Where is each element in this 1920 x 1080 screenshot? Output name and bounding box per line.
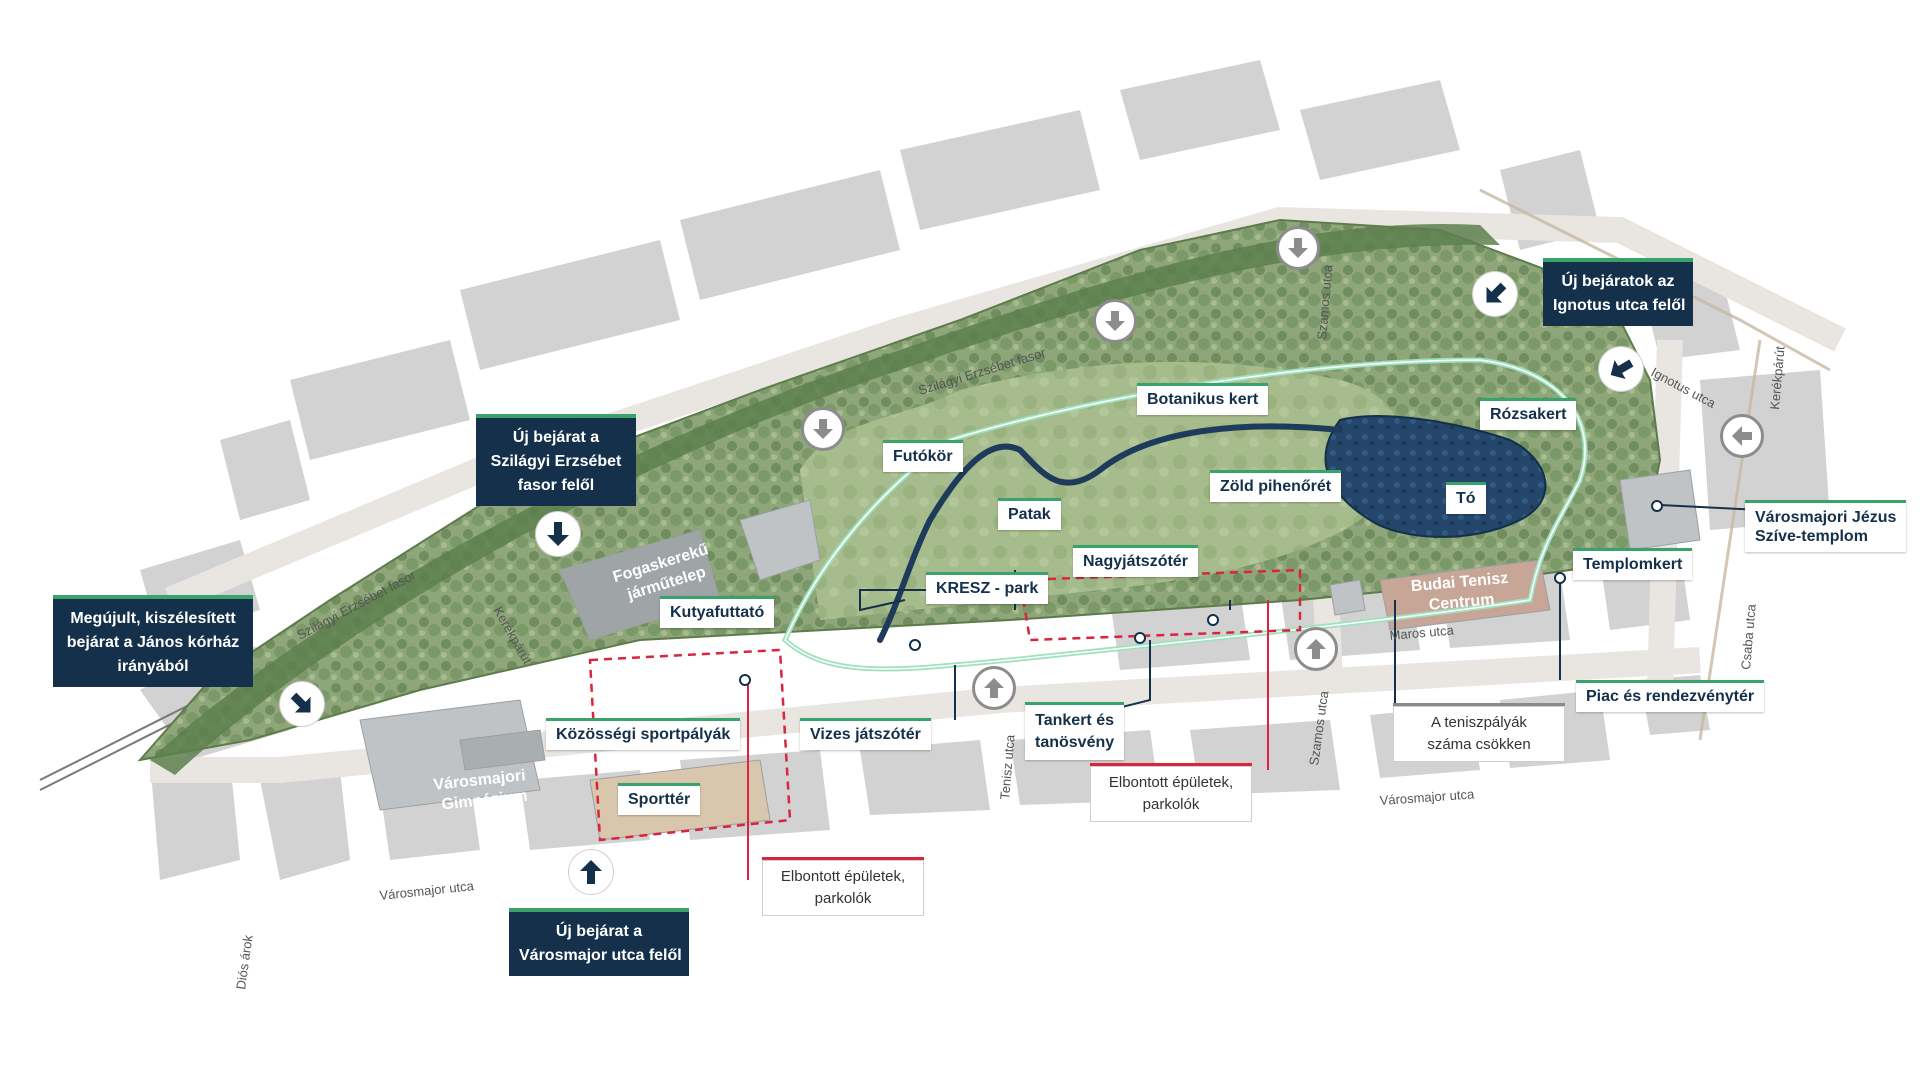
callout-line: parkolók <box>1142 796 1200 813</box>
label-tankert-line2: tanösvény <box>1035 734 1115 751</box>
label-patak: Patak <box>998 498 1061 530</box>
street-label: Tenisz utca <box>997 733 1018 800</box>
callout-line: irányából <box>117 658 189 675</box>
entrance-arrow-icon <box>972 666 1016 710</box>
callout-line: száma csökken <box>1427 736 1531 753</box>
demolition-outlines <box>588 568 1302 842</box>
entrance-arrow-icon <box>1473 272 1517 316</box>
entrance-arrow-icon <box>536 512 580 556</box>
entrance-arrow-icon <box>801 407 845 451</box>
street-label: Kerékpárút <box>1767 345 1788 410</box>
marker-dot-icon <box>1554 572 1566 584</box>
street-label: Városmajor utca <box>379 878 475 903</box>
label-templom-line2: Szíve-templom <box>1755 528 1868 545</box>
label-zold-pihenoret: Zöld pihenőrét <box>1210 470 1342 502</box>
label-nagyjatszoter: Nagyjátszótér <box>1073 545 1198 577</box>
callout-elbontott-1: Elbontott épületek, parkolók <box>1090 763 1252 822</box>
label-tankert-line1: Tankert és <box>1035 712 1114 729</box>
entrance-arrow-icon <box>1093 299 1137 343</box>
callout-line: Új bejárat a <box>512 429 600 446</box>
callout-ignotus-entrances: Új bejáratok az Ignotus utca felől <box>1543 258 1693 326</box>
callout-line: Új bejárat a <box>555 923 643 940</box>
callout-line: Ignotus utca felől <box>1553 297 1686 314</box>
callout-line: Elbontott épületek, <box>1108 774 1234 791</box>
entrance-arrow-icon <box>1276 226 1320 270</box>
label-jezus-szive-templom: Városmajori Jézus Szíve-templom <box>1745 500 1907 552</box>
label-templom-line1: Városmajori Jézus <box>1755 509 1897 526</box>
street-label: Csaba utca <box>1738 603 1759 671</box>
callout-varosmajor-entrance: Új bejárat a Városmajor utca felől <box>509 908 689 976</box>
street-label: Szamos utca <box>1314 263 1336 340</box>
marker-dot-icon <box>909 639 921 651</box>
label-to: Tó <box>1446 482 1486 514</box>
label-templomkert: Templomkert <box>1573 548 1693 580</box>
callout-line: parkolók <box>814 890 872 907</box>
marker-dot-icon <box>739 674 751 686</box>
street-label: Városmajor utca <box>1379 786 1475 808</box>
label-kozossegi-sportpalyak: Közösségi sportpályák <box>546 718 741 750</box>
marker-dot-icon <box>1134 632 1146 644</box>
marker-dot-icon <box>1651 500 1663 512</box>
callout-line: Városmajor utca felől <box>519 947 682 964</box>
label-sportter: Sporttér <box>618 783 701 815</box>
street-label: Maros utca <box>1389 622 1455 643</box>
callout-teniszpalyak: A teniszpályák száma csökken <box>1393 703 1565 762</box>
entrance-arrow-icon <box>569 850 613 894</box>
callout-line: A teniszpályák <box>1431 714 1527 731</box>
marker-dot-icon <box>1207 614 1219 626</box>
callout-szilagyi-entrance: Új bejárat a Szilágyi Erzsébet fasor fel… <box>476 414 636 506</box>
callout-line: Új bejáratok az <box>1561 273 1675 290</box>
label-futokor: Futókör <box>883 440 963 472</box>
label-rozsakert: Rózsakert <box>1480 398 1577 430</box>
street-label: Diós árok <box>233 933 256 990</box>
label-centrum: Centrum <box>1428 591 1495 614</box>
callout-elbontott-2: Elbontott épületek, parkolók <box>762 857 924 916</box>
label-tankert: Tankert és tanösvény <box>1025 702 1125 760</box>
label-vizes-jatszoter: Vizes játszótér <box>800 718 931 750</box>
label-kutyafuttato: Kutyafuttató <box>660 596 775 628</box>
entrance-arrow-icon <box>1599 347 1643 391</box>
entrance-arrow-icon <box>1720 414 1764 458</box>
label-kresz-park: KRESZ - park <box>926 572 1049 604</box>
stream <box>877 423 1343 643</box>
callout-line: fasor felől <box>517 477 595 494</box>
callout-line: Elbontott épületek, <box>780 868 906 885</box>
label-piac: Piac és rendezvénytér <box>1576 680 1765 712</box>
callout-janos-korhaz: Megújult, kiszélesített bejárat a János … <box>53 595 253 687</box>
callout-line: Megújult, kiszélesített <box>70 610 236 627</box>
entrance-arrow-icon <box>1294 627 1338 671</box>
label-botanikus-kert: Botanikus kert <box>1137 383 1269 415</box>
callout-line: Szilágyi Erzsébet <box>490 453 622 470</box>
entrance-arrow-icon <box>280 682 324 726</box>
lake <box>1324 415 1547 538</box>
callout-line: bejárat a János kórház <box>66 634 240 651</box>
